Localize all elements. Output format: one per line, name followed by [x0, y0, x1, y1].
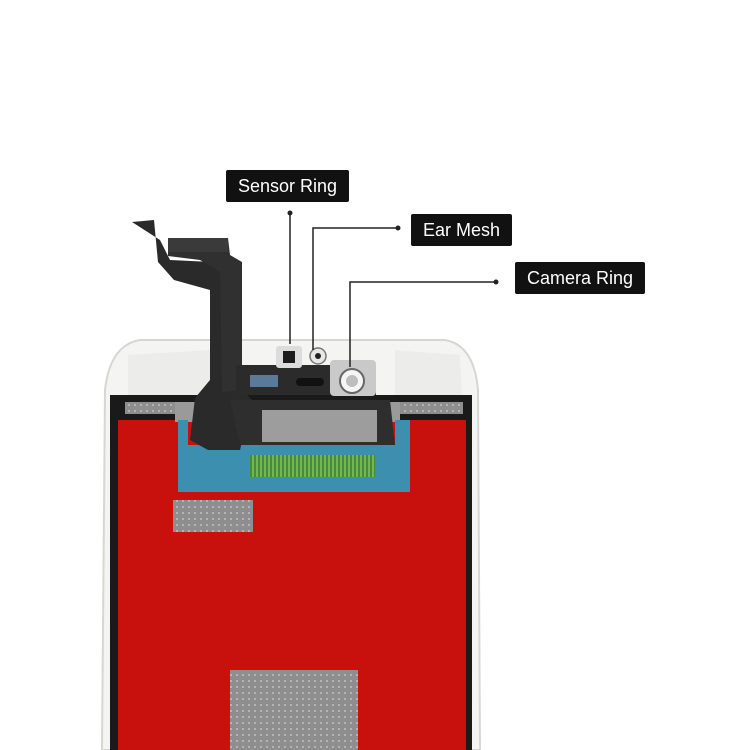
- camera-ring-part: [339, 368, 365, 394]
- ear-mesh-part: [309, 347, 327, 365]
- ear-mesh-label: Ear Mesh: [411, 214, 513, 246]
- metal-strip-left: [125, 402, 180, 414]
- metal-plate-bottom: [230, 670, 358, 750]
- sensor-ring-label: Sensor Ring: [226, 170, 350, 202]
- leader-line-sensor: [287, 210, 293, 344]
- leader-line-camera: [349, 279, 499, 367]
- metal-plate-left: [173, 500, 253, 532]
- sensor-ring-part: [276, 346, 302, 368]
- leader-line-ear: [312, 225, 401, 350]
- green-connector: [250, 455, 375, 477]
- flex-cable: [132, 220, 395, 450]
- camera-ring-label: Camera Ring: [515, 262, 646, 294]
- metal-strip-right: [395, 402, 463, 414]
